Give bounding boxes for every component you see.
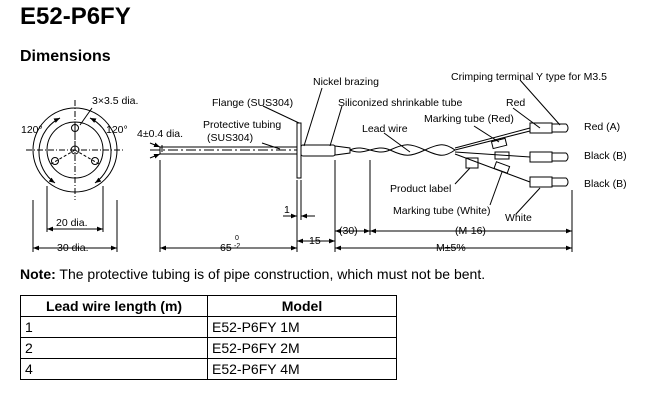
outer-dia-label: 30 dia. <box>57 242 89 254</box>
table-row: 4 E52-P6FY 4M <box>20 358 397 380</box>
marking-tube-white-label: Marking tube (White) <box>393 205 490 217</box>
cell-model: E52-P6FY 1M <box>207 316 397 338</box>
page-title: E52-P6FY <box>20 3 131 30</box>
hole-dia-label: 3×3.5 dia. <box>92 95 138 107</box>
white-wire-label: White <box>505 212 532 224</box>
section-heading: Dimensions <box>20 48 111 65</box>
model-table: Lead wire length (m) Model 1 E52-P6FY 1M… <box>20 295 397 380</box>
flange-label: Flange (SUS304) <box>212 97 293 109</box>
dim-m16: (M-16) <box>455 225 486 237</box>
table-row: 1 E52-P6FY 1M <box>20 316 397 338</box>
terminal-black-b-label-2: Black (B) <box>584 178 627 190</box>
cell-model: E52-P6FY 4M <box>207 358 397 380</box>
dim-m: M±5% <box>436 242 466 254</box>
shrink-tube-label: Siliconized shrinkable tube <box>338 97 462 109</box>
dim-tubing-length: 65 <box>220 242 232 254</box>
flange-front-view <box>26 100 124 252</box>
dim-tubing-tol-top: 0 <box>235 235 239 242</box>
cell-model: E52-P6FY 2M <box>207 337 397 359</box>
header-model: Model <box>207 295 397 317</box>
terminal-black-b-label-1: Black (B) <box>584 150 627 162</box>
cell-length: 1 <box>20 316 208 338</box>
note: Note: The protective tubing is of pipe c… <box>20 266 485 282</box>
cell-length: 4 <box>20 358 208 380</box>
table-header-row: Lead wire length (m) Model <box>20 295 397 317</box>
header-lead-wire-length: Lead wire length (m) <box>20 295 208 317</box>
dim-shrink-length: 15 <box>309 235 321 247</box>
dim-30: (30) <box>339 225 358 237</box>
red-wire-label: Red <box>506 97 525 109</box>
inner-dia-label: 20 dia. <box>56 217 88 229</box>
cell-length: 2 <box>20 337 208 359</box>
angle-left-label: 120° <box>21 124 43 136</box>
tube-dia-label: 4±0.4 dia. <box>137 128 183 140</box>
dimension-drawing: 3×3.5 dia. 120° 120° 20 dia. 30 dia. <box>21 71 627 254</box>
lead-wire-label: Lead wire <box>362 123 408 135</box>
dim-tubing-tol-bottom: -2 <box>234 243 240 250</box>
tubing-side-view <box>149 79 573 252</box>
note-text: The protective tubing is of pipe constru… <box>55 266 486 282</box>
table-row: 2 E52-P6FY 2M <box>20 337 397 359</box>
dim-flange-thickness: 1 <box>284 204 290 216</box>
nickel-brazing-label: Nickel brazing <box>313 76 379 88</box>
note-label: Note: <box>20 266 56 282</box>
protective-tubing-material: (SUS304) <box>207 132 253 144</box>
protective-tubing-label: Protective tubing <box>203 119 281 131</box>
marking-tube-red-label: Marking tube (Red) <box>424 113 514 125</box>
angle-right-label: 120° <box>106 124 128 136</box>
product-label-label: Product label <box>390 183 451 195</box>
terminal-red-a-label: Red (A) <box>584 121 620 133</box>
crimp-terminal-label: Crimping terminal Y type for M3.5 <box>451 71 607 83</box>
